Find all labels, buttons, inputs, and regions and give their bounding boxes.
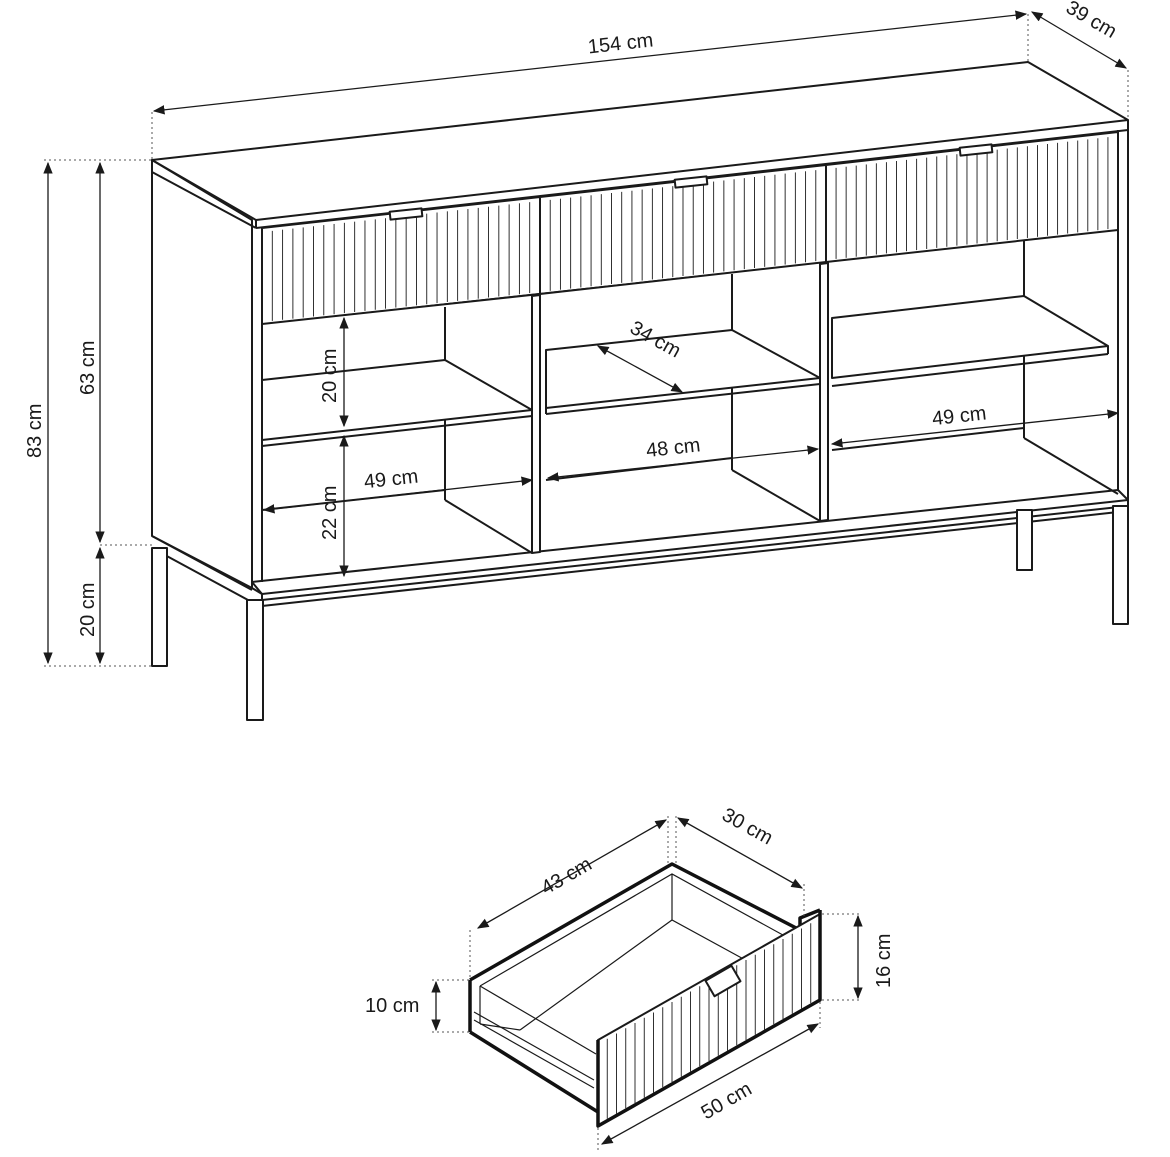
shelf-right-upper [831,295,1109,379]
sideboard-drawing [151,61,1129,721]
leg-front-right [1112,505,1129,625]
dim-leg-height: 20 cm [77,583,99,637]
handle-left [388,207,424,221]
dim-lower-shelf-gap: 22 cm [319,486,341,540]
dim-drawer-front-width: 50 cm [698,1078,756,1124]
dim-overall-width: 154 cm [587,29,655,58]
dim-drawer-side-height: 10 cm [365,995,419,1017]
divider-left [531,294,541,554]
leg-back-left [151,547,168,667]
dim-upper-shelf-gap: 20 cm [319,349,341,403]
handle-middle [673,175,709,189]
handle-right [958,143,994,157]
dim-right-width: 49 cm [931,402,988,430]
dim-depth: 39 cm [1062,0,1120,43]
dim-drawer-depth: 30 cm [718,804,776,850]
divider-right [819,262,829,522]
dim-drawer-length: 43 cm [538,853,596,899]
dim-middle-width: 48 cm [645,434,702,462]
leg-back-right [1016,509,1033,571]
dim-body-height: 63 cm [77,341,99,395]
shelf-left-upper [261,359,533,441]
drawer-drawing [468,862,822,1128]
dim-drawer-front-height: 16 cm [873,934,895,988]
dim-left-width: 49 cm [363,465,420,493]
dim-overall-height: 83 cm [24,404,46,458]
sideboard-plinth [251,489,1129,595]
drawer-handle [704,964,742,998]
left-side-panel [151,159,253,589]
leg-front-left [246,599,264,721]
